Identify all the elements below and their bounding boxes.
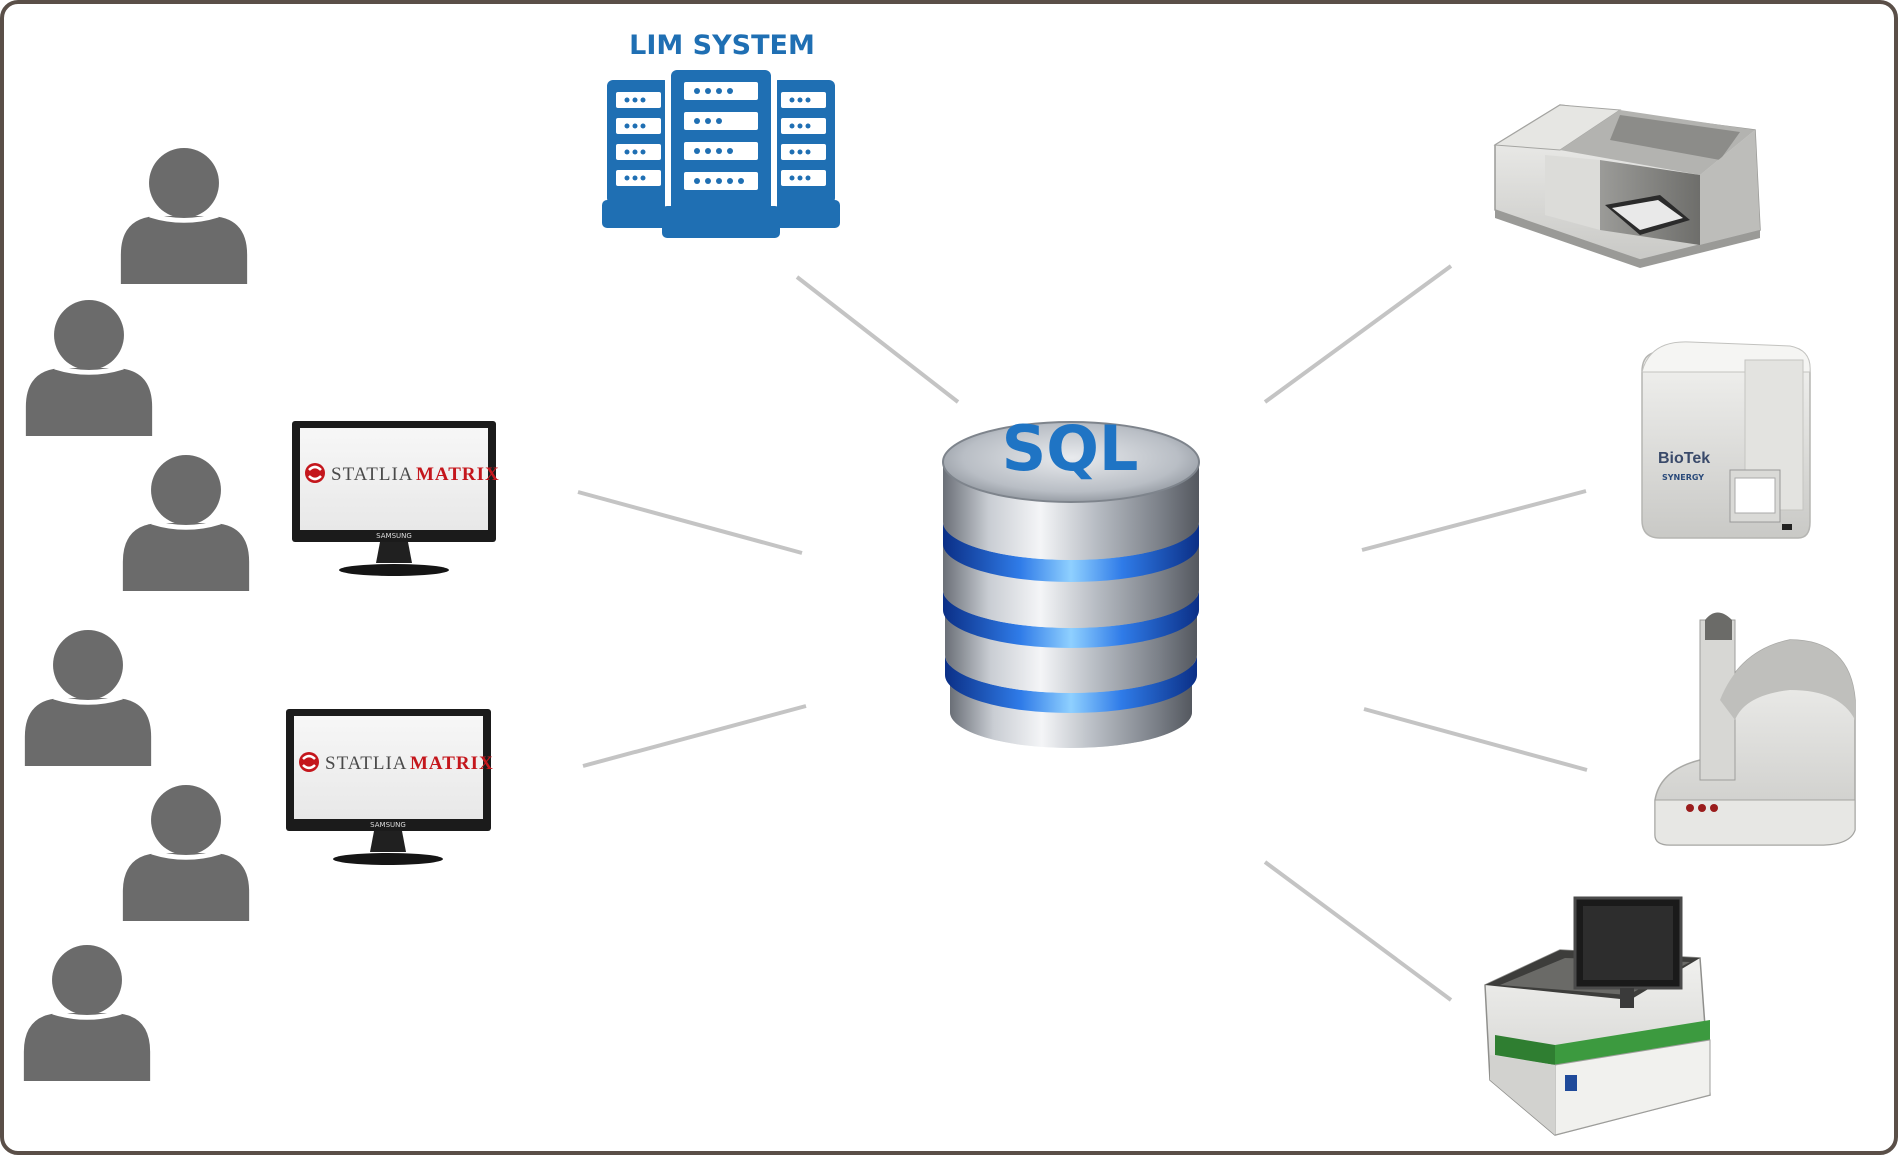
monitor-maker-label: SAMSUNG (370, 821, 406, 829)
instrument-model-label: SYNERGY (1662, 473, 1704, 482)
workstation-2: SAMSUNG STATLIA MATRIX (286, 709, 494, 865)
server-rack-icon (602, 64, 840, 238)
monitor-maker-label: SAMSUNG (376, 532, 412, 540)
connectors (577, 264, 1588, 1002)
brand-prefix: STATLIA (331, 464, 414, 485)
connector-workstation-2-sql (582, 704, 807, 768)
instrument-flow-analyzer (1654, 612, 1856, 846)
monitor-icon: SAMSUNG (286, 709, 491, 865)
instrument-plate-reader (1493, 104, 1761, 268)
connector-workstation-1-sql (577, 490, 803, 555)
brand-suffix: MATRIX (416, 464, 500, 485)
connector-sql-instrument-2 (1361, 489, 1587, 552)
connector-lim-sql (795, 275, 960, 404)
instrument-liquid-handler (1484, 896, 1711, 1136)
workstation-1: SAMSUNG STATLIA MATRIX (292, 421, 500, 576)
database-icon (942, 421, 1200, 748)
connector-sql-instrument-1 (1263, 264, 1453, 404)
monitor-icon: SAMSUNG (292, 421, 496, 576)
brand-suffix: MATRIX (410, 753, 494, 774)
brand-prefix: STATLIA (325, 753, 408, 774)
lim-system-label: LIM SYSTEM (629, 30, 815, 61)
lim-system-node: LIM SYSTEM (602, 30, 840, 238)
connector-sql-instrument-3 (1363, 707, 1588, 772)
instrument-biotek-reader: BioTek SYNERGY (1641, 341, 1811, 539)
database-node: SQL (942, 412, 1200, 748)
connector-sql-instrument-4 (1263, 860, 1453, 1002)
statlia-matrix-logo: STATLIA MATRIX (305, 463, 500, 485)
statlia-matrix-logo: STATLIA MATRIX (299, 752, 494, 774)
instrument-brand-label: BioTek (1658, 450, 1710, 467)
database-label: SQL (1002, 412, 1139, 485)
